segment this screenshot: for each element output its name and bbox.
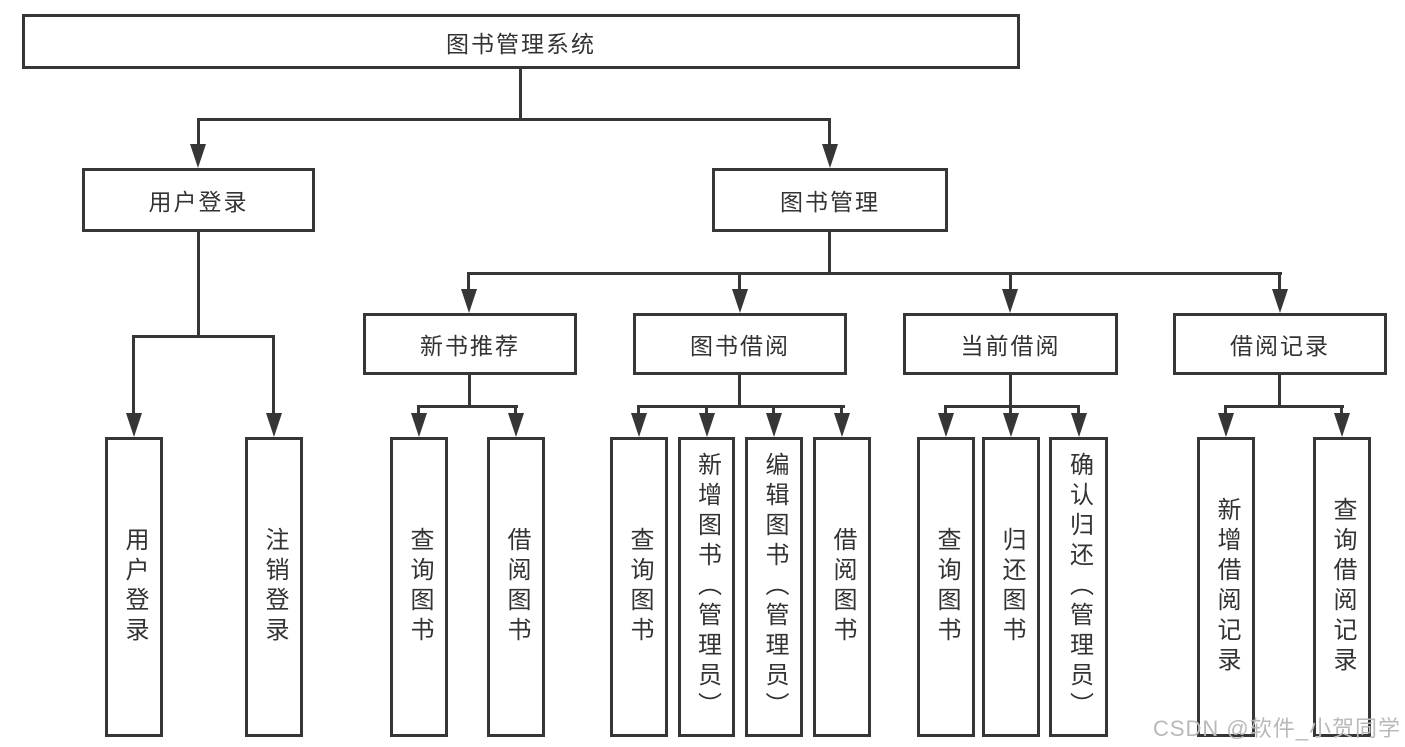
- leaf-edit-books-admin: 编辑图书（管理员）: [745, 437, 803, 737]
- leaf-return-books: 归还图书: [982, 437, 1040, 737]
- node-label: 查询借阅记录: [1329, 497, 1356, 677]
- arrow-down-icon: [1218, 413, 1234, 437]
- node-book-borrowing: 图书借阅: [633, 313, 847, 375]
- node-library-management-system: 图书管理系统: [22, 14, 1020, 69]
- node-label: 用户登录: [148, 189, 249, 215]
- connector-line: [1009, 272, 1012, 292]
- arrow-down-icon: [266, 413, 282, 437]
- arrow-down-icon: [1334, 413, 1350, 437]
- leaf-borrow-books-2: 借阅图书: [813, 437, 871, 737]
- connector-line: [1224, 405, 1227, 415]
- arrow-down-icon: [411, 413, 427, 437]
- connector-line: [1077, 405, 1080, 415]
- connector-line: [705, 405, 708, 415]
- connector-line: [944, 405, 1080, 408]
- node-label: 查询图书: [933, 527, 960, 647]
- arrow-down-icon: [766, 413, 782, 437]
- leaf-query-books-2: 查询图书: [610, 437, 668, 737]
- connector-line: [272, 335, 275, 415]
- connector-line: [738, 375, 741, 405]
- arrow-down-icon: [1002, 289, 1018, 313]
- node-label: 查询图书: [626, 527, 653, 647]
- leaf-borrow-books-1: 借阅图书: [487, 437, 545, 737]
- connector-line: [417, 405, 518, 408]
- arrow-down-icon: [1071, 413, 1087, 437]
- node-label: 借阅图书: [503, 527, 530, 647]
- arrow-down-icon: [126, 413, 142, 437]
- connector-line: [1224, 405, 1344, 408]
- connector-line: [1278, 272, 1281, 292]
- arrow-down-icon: [1272, 289, 1288, 313]
- connector-line: [468, 375, 471, 405]
- connector-line: [197, 232, 200, 335]
- arrow-down-icon: [834, 413, 850, 437]
- node-new-book-recommendation: 新书推荐: [363, 313, 577, 375]
- connector-line: [1009, 375, 1012, 405]
- connector-line: [417, 405, 420, 415]
- connector-line: [828, 118, 831, 148]
- connector-line: [944, 405, 947, 415]
- node-label: 图书管理系统: [446, 30, 596, 57]
- node-user-login: 用户登录: [82, 168, 315, 232]
- arrow-down-icon: [508, 413, 524, 437]
- connector-line: [637, 405, 845, 408]
- connector-line: [772, 405, 775, 415]
- node-label: 图书管理: [780, 189, 880, 215]
- leaf-query-books-3: 查询图书: [917, 437, 975, 737]
- node-label: 图书借阅: [690, 333, 790, 359]
- node-label: 编辑图书（管理员）: [761, 452, 788, 722]
- connector-line: [637, 405, 640, 415]
- arrow-down-icon: [938, 413, 954, 437]
- connector-line: [467, 272, 470, 292]
- leaf-add-books-admin: 新增图书（管理员）: [678, 437, 735, 737]
- node-label: 查询图书: [406, 527, 433, 647]
- connector-line: [1009, 405, 1012, 415]
- node-label: 借阅图书: [829, 527, 856, 647]
- leaf-add-borrow-record: 新增借阅记录: [1197, 437, 1255, 737]
- connector-line: [519, 69, 522, 118]
- arrow-down-icon: [461, 289, 477, 313]
- node-label: 新增图书（管理员）: [693, 452, 721, 722]
- connector-line: [132, 335, 275, 338]
- connector-line: [514, 405, 517, 415]
- node-label: 借阅记录: [1230, 333, 1330, 359]
- leaf-logout: 注销登录: [245, 437, 303, 737]
- connector-line: [840, 405, 843, 415]
- connector-line: [738, 272, 741, 292]
- node-book-management: 图书管理: [712, 168, 948, 232]
- node-label: 用户登录: [121, 527, 148, 647]
- arrow-down-icon: [699, 413, 715, 437]
- connector-line: [132, 335, 135, 415]
- node-label: 新增借阅记录: [1213, 497, 1240, 677]
- node-borrowing-records: 借阅记录: [1173, 313, 1387, 375]
- node-label: 确认归还（管理员）: [1065, 452, 1093, 722]
- leaf-query-books-1: 查询图书: [390, 437, 448, 737]
- leaf-query-borrow-record: 查询借阅记录: [1313, 437, 1371, 737]
- arrow-down-icon: [190, 144, 206, 168]
- connector-line: [1340, 405, 1343, 415]
- watermark-text: CSDN @软件_小贺同学: [1152, 716, 1401, 741]
- leaf-confirm-return-admin: 确认归还（管理员）: [1049, 437, 1108, 737]
- node-label: 新书推荐: [420, 333, 520, 359]
- arrow-down-icon: [1003, 413, 1019, 437]
- connector-line: [197, 118, 831, 121]
- connector-line: [197, 118, 200, 148]
- arrow-down-icon: [822, 144, 838, 168]
- node-label: 归还图书: [998, 527, 1025, 647]
- node-current-borrowing: 当前借阅: [903, 313, 1118, 375]
- node-label: 注销登录: [261, 527, 288, 647]
- node-label: 当前借阅: [960, 333, 1061, 359]
- arrow-down-icon: [732, 289, 748, 313]
- leaf-user-login: 用户登录: [105, 437, 163, 737]
- connector-line: [1278, 375, 1281, 405]
- connector-line: [467, 272, 1282, 275]
- arrow-down-icon: [631, 413, 647, 437]
- connector-line: [828, 232, 831, 272]
